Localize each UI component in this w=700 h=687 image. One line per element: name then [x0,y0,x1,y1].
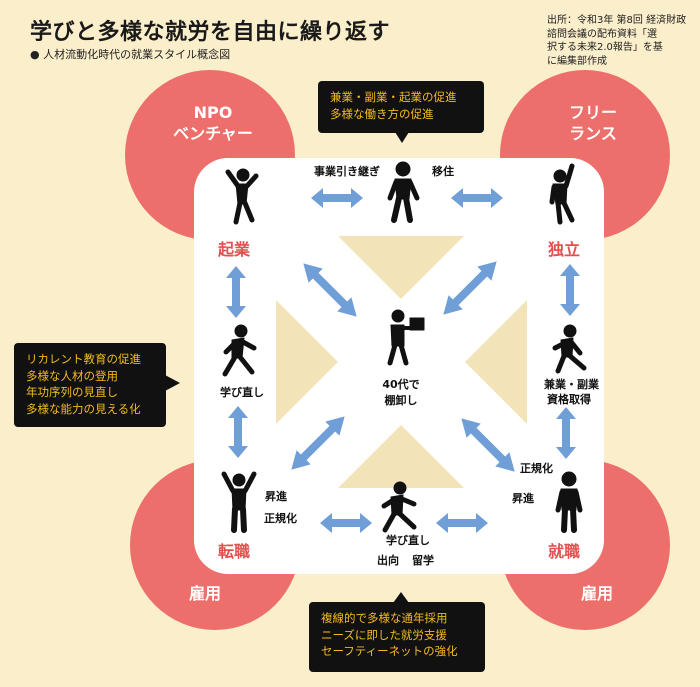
callout-left-line: リカレント教育の促進 [26,352,141,366]
label-study-abroad: 留学 [412,554,434,567]
callout-top: 兼業・副業・起業の促進 多様な働き方の促進 [318,81,484,133]
person-walking-icon [387,161,420,223]
label-relearning-bottom: 学び直し [386,534,430,547]
node-kigyo: 起業 [218,240,251,259]
label-secondment: 出向 [377,554,399,567]
person-standing-icon [555,471,583,533]
person-running-icon [222,324,257,377]
arrow-diag-bl [284,409,352,477]
callout-bottom-line: セーフティーネットの強化 [321,644,458,658]
arrow-bottom-left [320,513,372,533]
callout-bottom-line: 複線的で多様な通年採用 [321,611,448,625]
arrow-diag-br [454,411,522,479]
person-arms-up-icon [221,471,257,533]
freelance-label-line: ランス [569,124,617,143]
person-cheering-icon [549,163,575,225]
callout-top-line: 兼業・副業・起業の促進 [330,90,457,104]
callout-left-line: 年功序列の見直し [26,385,118,399]
freelance-label-line: フリー [568,103,617,122]
arrow-top-right [451,188,503,208]
person-dashing-icon [552,324,587,374]
diagram-title: 学びと多様な就労を自由に繰り返す [30,20,391,45]
person-carrying-box-icon [387,309,425,366]
arrow-right-lower [556,407,576,459]
npo-label-line: NPO [193,103,233,122]
source-line: 出所：令和3年 第8回 経済財政 [547,15,687,26]
node-shushoku: 就職 [548,542,581,561]
person-sprinting-icon [381,481,417,533]
callout-bottom-line: ニーズに即した就労支援 [321,627,447,642]
label-relocation: 移住 [432,165,454,178]
center-label-line: 棚卸し [384,394,418,407]
employment-label-right: 雇用 [580,584,613,603]
freelance-label: フリー ランス [548,102,638,144]
center-label-line: 40代で [382,378,420,391]
label-relearning-left: 学び直し [220,386,264,399]
source-line: 択する未来2.0報告」を基 [547,42,663,53]
npo-label-line: ベンチャー [173,124,253,143]
arrow-left-lower [228,406,248,458]
source-line: 諮問会議の配布資料「選 [547,28,657,40]
source-line: に編集部作成 [547,55,607,67]
callout-left-line: 多様な人材の登用 [26,368,118,383]
label-regularization-left: 正規化 [264,512,297,525]
npo-venture-label: NPO ベンチャー [168,102,258,144]
arrow-diag-tl [296,256,364,324]
triangle-bottom [338,425,464,488]
label-promotion-left: 昇進 [265,490,287,503]
triangle-right [465,300,527,424]
diagram-subtitle: ● 人材流動化時代の就業スタイル概念図 [30,48,231,61]
arrow-right-upper [560,264,580,316]
triangle-top [338,236,464,299]
callout-bottom: 複線的で多様な通年採用 ニーズに即した就労支援 セーフティーネットの強化 [309,602,485,672]
label-qualification: 資格取得 [547,393,591,406]
center-label: 40代で 棚卸し [376,377,426,409]
node-tenshoku: 転職 [218,542,251,561]
label-promotion-right: 昇進 [512,492,534,505]
source-note: 出所：令和3年 第8回 経済財政 諮問会議の配布資料「選 択する未来2.0報告」… [547,14,697,68]
callout-top-line: 多様な働き方の促進 [330,106,434,121]
callout-left-line: 多様な能力の見える化 [26,401,141,416]
arrow-left-upper [226,266,246,318]
label-regularization-right: 正規化 [520,462,553,475]
label-side-job: 兼業・副業 [544,378,599,391]
arrow-top-left [311,188,363,208]
arrow-diag-tr [436,254,504,322]
arrow-bottom-right [436,513,488,533]
person-jumping-icon [225,168,259,225]
label-business-succession: 事業引き継ぎ [314,165,380,178]
triangle-left [276,300,338,424]
employment-label-left: 雇用 [188,584,221,603]
callout-left: リカレント教育の促進 多様な人材の登用 年功序列の見直し 多様な能力の見える化 [14,343,166,427]
node-dokuritsu: 独立 [548,240,581,259]
